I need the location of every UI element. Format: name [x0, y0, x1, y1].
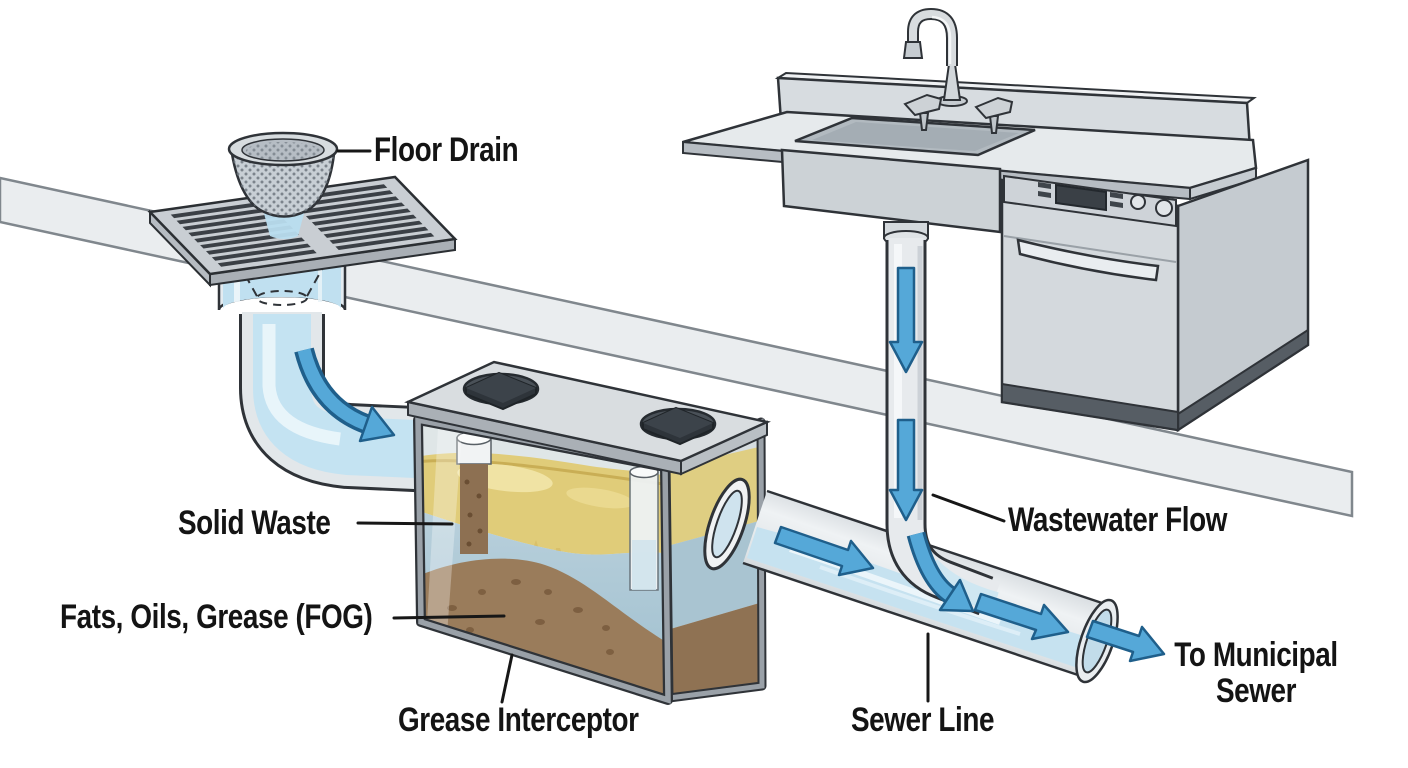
lid-handle-left [462, 371, 540, 411]
strainer-basket [227, 131, 339, 218]
dishwasher-knob-2 [1155, 199, 1173, 217]
under-sink-basin [780, 148, 1002, 234]
outlet-baffle [629, 465, 659, 591]
faucet [902, 7, 968, 107]
solid-waste-label: Solid Waste [178, 504, 331, 542]
floor-drain-grate [147, 175, 458, 288]
dishwasher-knob-1 [1130, 194, 1146, 210]
leader-grease-interceptor [500, 653, 514, 704]
faucet-handle-right [974, 96, 1014, 134]
leader-solid-waste [356, 521, 454, 526]
leader-wastewater-flow [931, 493, 1006, 523]
municipal-sewer-line2: Sewer [1215, 671, 1297, 710]
municipal-sewer-label: To Municipal Sewer [1166, 636, 1346, 710]
dishwasher-display [1055, 183, 1107, 212]
floor-drain-label: Floor Drain [374, 131, 519, 169]
wastewater-flow-label: Wastewater Flow [1008, 501, 1228, 539]
dishwasher-buttons [1038, 182, 1123, 208]
lid-handle-right [639, 406, 717, 446]
arrow-junction-curve [906, 531, 975, 613]
sink-basin [794, 116, 1036, 157]
arrow-down-2 [888, 418, 924, 522]
dishwasher-control-panel [1003, 174, 1177, 228]
inlet-baffle [456, 430, 492, 554]
municipal-sewer-line1: To Municipal [1174, 636, 1338, 674]
dishwasher-handle [1016, 238, 1160, 282]
outlet-collar [703, 477, 751, 571]
arrow-sewer-1 [773, 525, 875, 577]
arrow-sewer-2 [973, 592, 1070, 641]
fog-label: Fats, Oils, Grease (FOG) [60, 598, 373, 636]
floor-drain-elbow-pipe [239, 312, 440, 493]
faucet-handle-left [903, 93, 943, 131]
leader-fog [392, 614, 506, 620]
sewer-pipe-mouth [1075, 598, 1166, 684]
dishwasher [1000, 158, 1310, 433]
arrow-exit [1085, 619, 1166, 663]
sewer-line-label: Sewer Line [851, 701, 995, 739]
grease-interceptor-label: Grease Interceptor [398, 701, 639, 739]
grease-interceptor-tank [404, 360, 771, 705]
wastewater-flow-arrows [773, 266, 1070, 641]
leader-lines [336, 149, 1006, 704]
arrow-down-1 [888, 266, 924, 374]
